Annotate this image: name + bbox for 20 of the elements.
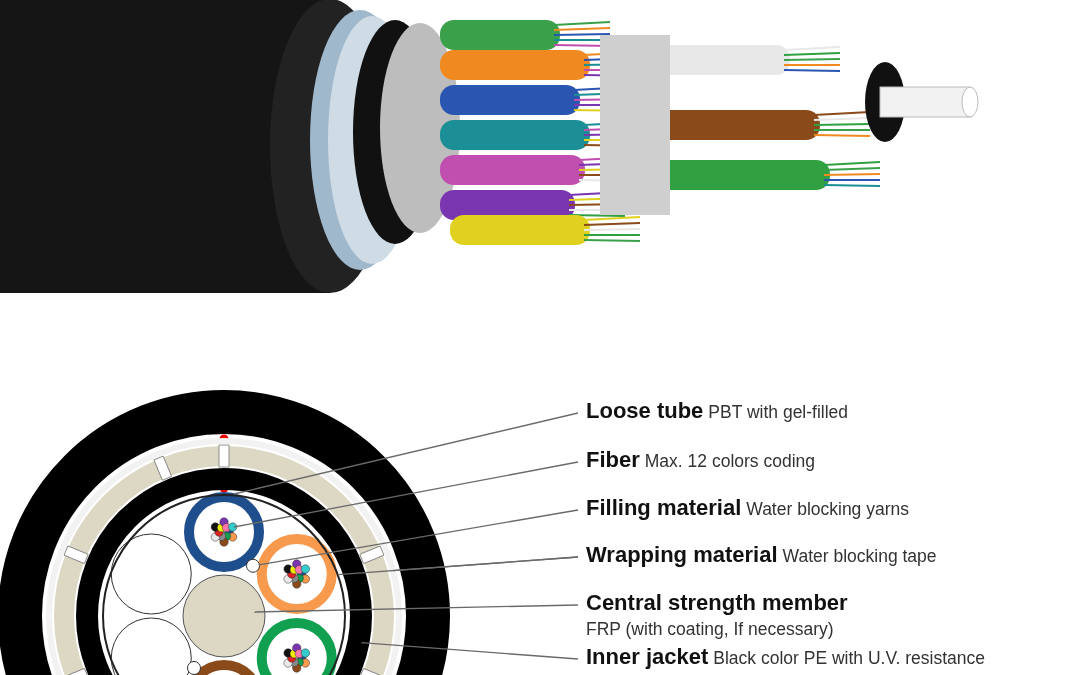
part-name: Filling material [586, 495, 742, 520]
part-description: Black color PE with U.V. resistance [713, 648, 985, 668]
leader-line [253, 604, 579, 613]
inner-jacket [76, 468, 372, 675]
leader-line [233, 461, 579, 528]
part-description: Max. 12 colors coding [644, 451, 816, 471]
part-name: Central strength member [586, 590, 848, 615]
leader-line [233, 412, 579, 495]
part-name: Wrapping material [586, 542, 778, 567]
leader-line [360, 642, 579, 660]
part-description: FRP (with coating, If necessary) [586, 619, 835, 640]
wrapping-tape [102, 494, 346, 675]
part-description: Water blocking yarns [746, 499, 909, 519]
part-name: Loose tube [586, 398, 704, 423]
part-description: PBT with gel-filled [708, 402, 849, 422]
leader-line [392, 556, 579, 572]
part-name: Fiber [586, 447, 640, 472]
wrapping-tape [46, 438, 402, 675]
part-name: Inner jacket [586, 644, 709, 669]
part-description: Water blocking tape [782, 546, 937, 566]
